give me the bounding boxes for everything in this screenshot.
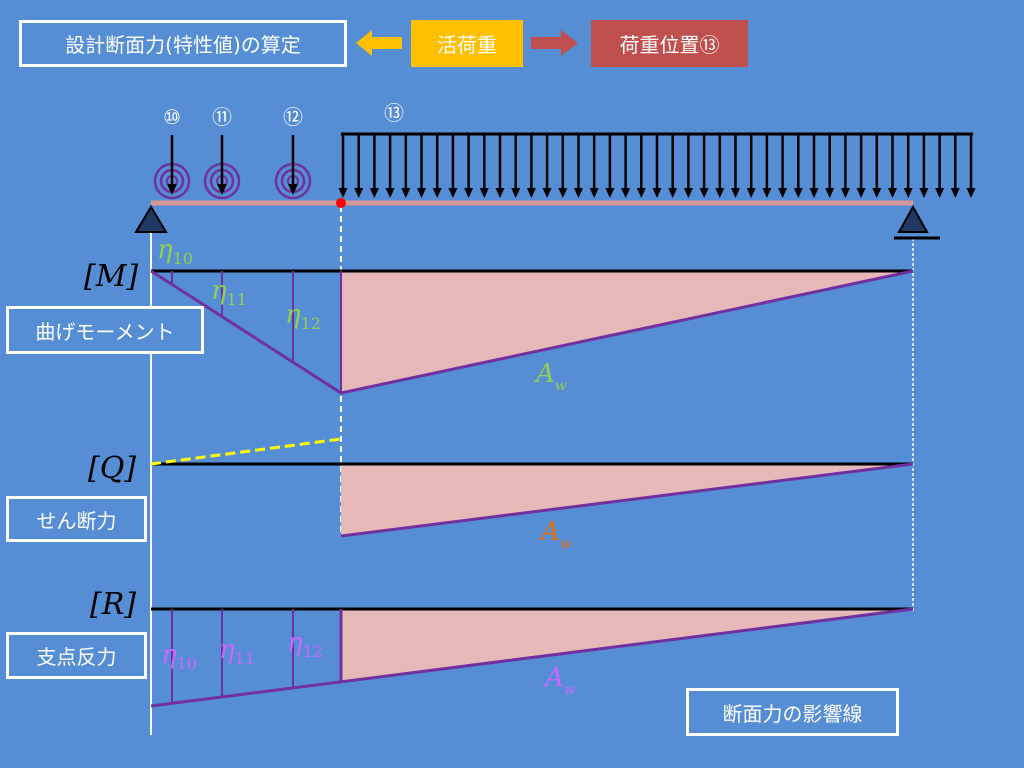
moment-area-label: Aw [534, 359, 567, 394]
udl-arrow-head [558, 188, 568, 198]
udl-arrow-head [950, 188, 960, 198]
udl-arrow-head [621, 188, 631, 198]
udl-arrow-head [856, 188, 866, 198]
roller-support-icon [894, 204, 940, 240]
udl-arrow-head [495, 188, 505, 198]
udl-arrow-head [746, 188, 756, 198]
udl-arrow-head [762, 188, 772, 198]
reaction-eta-11-label: η11 [219, 635, 255, 668]
moment-label: 曲げモーメント [35, 319, 175, 344]
shear-label: せん断力 [36, 508, 117, 533]
udl-arrow-head [338, 188, 348, 198]
load-position-box: 荷重位置⑬ [591, 20, 748, 67]
axle-load-11 [203, 135, 241, 200]
shear-influence-line [340, 462, 914, 538]
udl-arrow-head [464, 188, 474, 198]
udl-arrow-head [888, 188, 897, 198]
live-load-text: 活荷重 [437, 33, 497, 57]
udl-arrow-head [668, 188, 678, 198]
udl-arrow-head [652, 188, 662, 198]
bracket-q: [Q] [88, 451, 136, 486]
udl-arrow-head [683, 188, 693, 198]
load-label-12: ⑫ [283, 105, 303, 129]
udl-arrow-head [605, 188, 615, 198]
arrow-left-icon [356, 30, 402, 56]
moment-eta-10-label: η10 [157, 235, 193, 268]
page-title-text: 設計断面力(特性値)の算定 [65, 33, 301, 57]
udl-arrow-head [715, 188, 725, 198]
section-point [336, 198, 346, 208]
udl-arrow-head [699, 188, 709, 198]
udl-arrow-head [574, 188, 583, 198]
live-load-box: 活荷重 [411, 20, 523, 67]
distributed-load [338, 132, 976, 198]
reaction-eta-10-label: η10 [161, 640, 197, 673]
moment-eta-12-label: η12 [285, 300, 321, 333]
load-label-13: ⑬ [384, 101, 404, 125]
udl-arrow-head [872, 188, 882, 198]
udl-arrow-head [935, 188, 945, 198]
reaction-area-label: Aw [543, 663, 576, 698]
udl-arrow-head [825, 188, 835, 198]
reaction-influence-line [150, 607, 914, 708]
udl-arrow-head [731, 188, 740, 198]
influence-line-label: 断面力の影響線 [722, 701, 863, 726]
pin-support-icon [134, 205, 168, 233]
udl-arrow-head [636, 188, 646, 198]
udl-arrow-head [589, 188, 599, 198]
influence-line-label-box: 断面力の影響線 [686, 688, 899, 736]
axle-load-12 [274, 135, 312, 200]
udl-arrow-head [385, 188, 395, 198]
udl-arrow-head [526, 188, 536, 198]
udl-arrow-head [354, 188, 364, 198]
udl-arrow-head [542, 188, 552, 198]
udl-arrow-head [840, 188, 850, 198]
reaction-label-box: 支点反力 [6, 632, 147, 679]
bracket-r: [R] [90, 587, 136, 622]
reaction-label: 支点反力 [36, 645, 117, 669]
udl-arrow-head [778, 188, 788, 198]
shear-label-box: せん断力 [6, 496, 147, 542]
udl-arrow-head [903, 188, 913, 198]
moment-label-box: 曲げモーメント [6, 306, 204, 354]
udl-arrow-head [432, 188, 442, 198]
udl-arrow-head [919, 188, 929, 198]
arrow-right-icon [531, 30, 578, 56]
reaction-eta-12-label: η12 [287, 628, 323, 661]
load-label-10: ⑩ [163, 105, 181, 129]
load-position-text: 荷重位置⑬ [619, 33, 720, 57]
udl-arrow-head [511, 188, 521, 198]
axle-load-10 [153, 135, 191, 200]
udl-arrow-head [809, 188, 819, 198]
udl-arrow-head [401, 188, 411, 198]
udl-arrow-head [966, 188, 976, 198]
load-label-11: ⑪ [212, 105, 232, 129]
udl-arrow-head [448, 188, 458, 198]
page-title: 設計断面力(特性値)の算定 [19, 20, 347, 67]
shear-positive-dashed-line [150, 437, 342, 466]
udl-arrow-head [479, 188, 489, 198]
udl-arrow-head [369, 188, 379, 198]
udl-arrow-head [793, 188, 803, 198]
shear-area-label: Aw [539, 517, 572, 552]
bracket-m: [M] [84, 259, 138, 294]
udl-arrow-head [417, 188, 426, 198]
moment-eta-11-label: η11 [211, 276, 247, 309]
